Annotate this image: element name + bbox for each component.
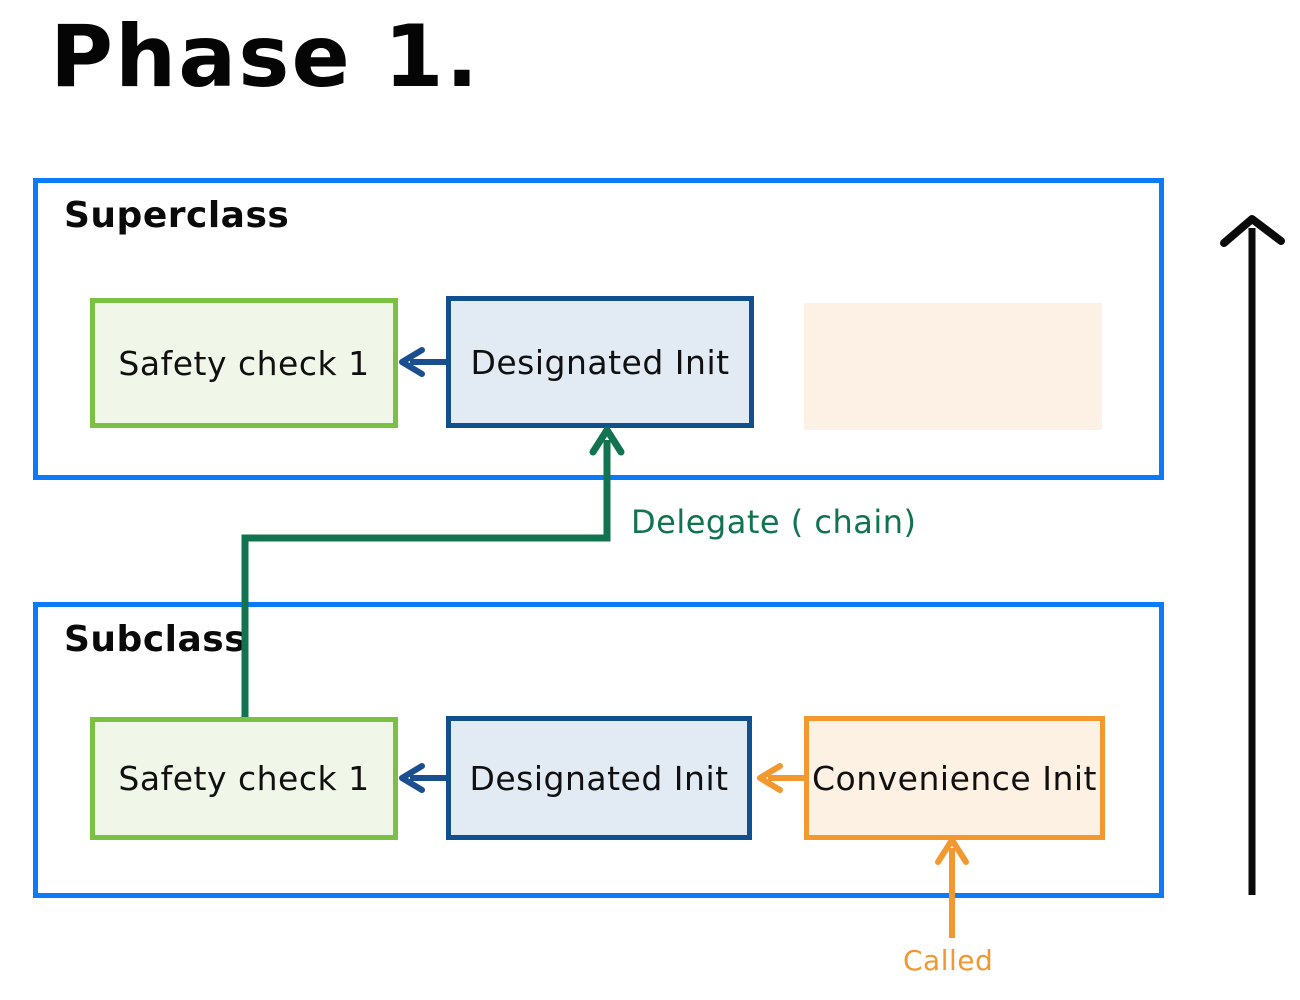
initialization-direction-arrow [1220,215,1285,895]
subclass-label: Subclass [64,619,247,660]
subclass-safety-check-box[interactable]: Safety check 1 [90,717,398,840]
subclass-convenience-init-box[interactable]: Convenience Init [804,716,1105,840]
superclass-placeholder-box [804,303,1102,430]
superclass-label: Superclass [64,195,290,236]
called-label: Called [903,944,994,977]
superclass-safety-check-box[interactable]: Safety check 1 [90,298,398,428]
superclass-designated-init-box[interactable]: Designated Init [446,296,754,428]
subclass-designated-init-box[interactable]: Designated Init [446,716,752,840]
delegate-chain-label: Delegate ( chain) [631,503,917,541]
page-title: Phase 1. [50,7,481,107]
